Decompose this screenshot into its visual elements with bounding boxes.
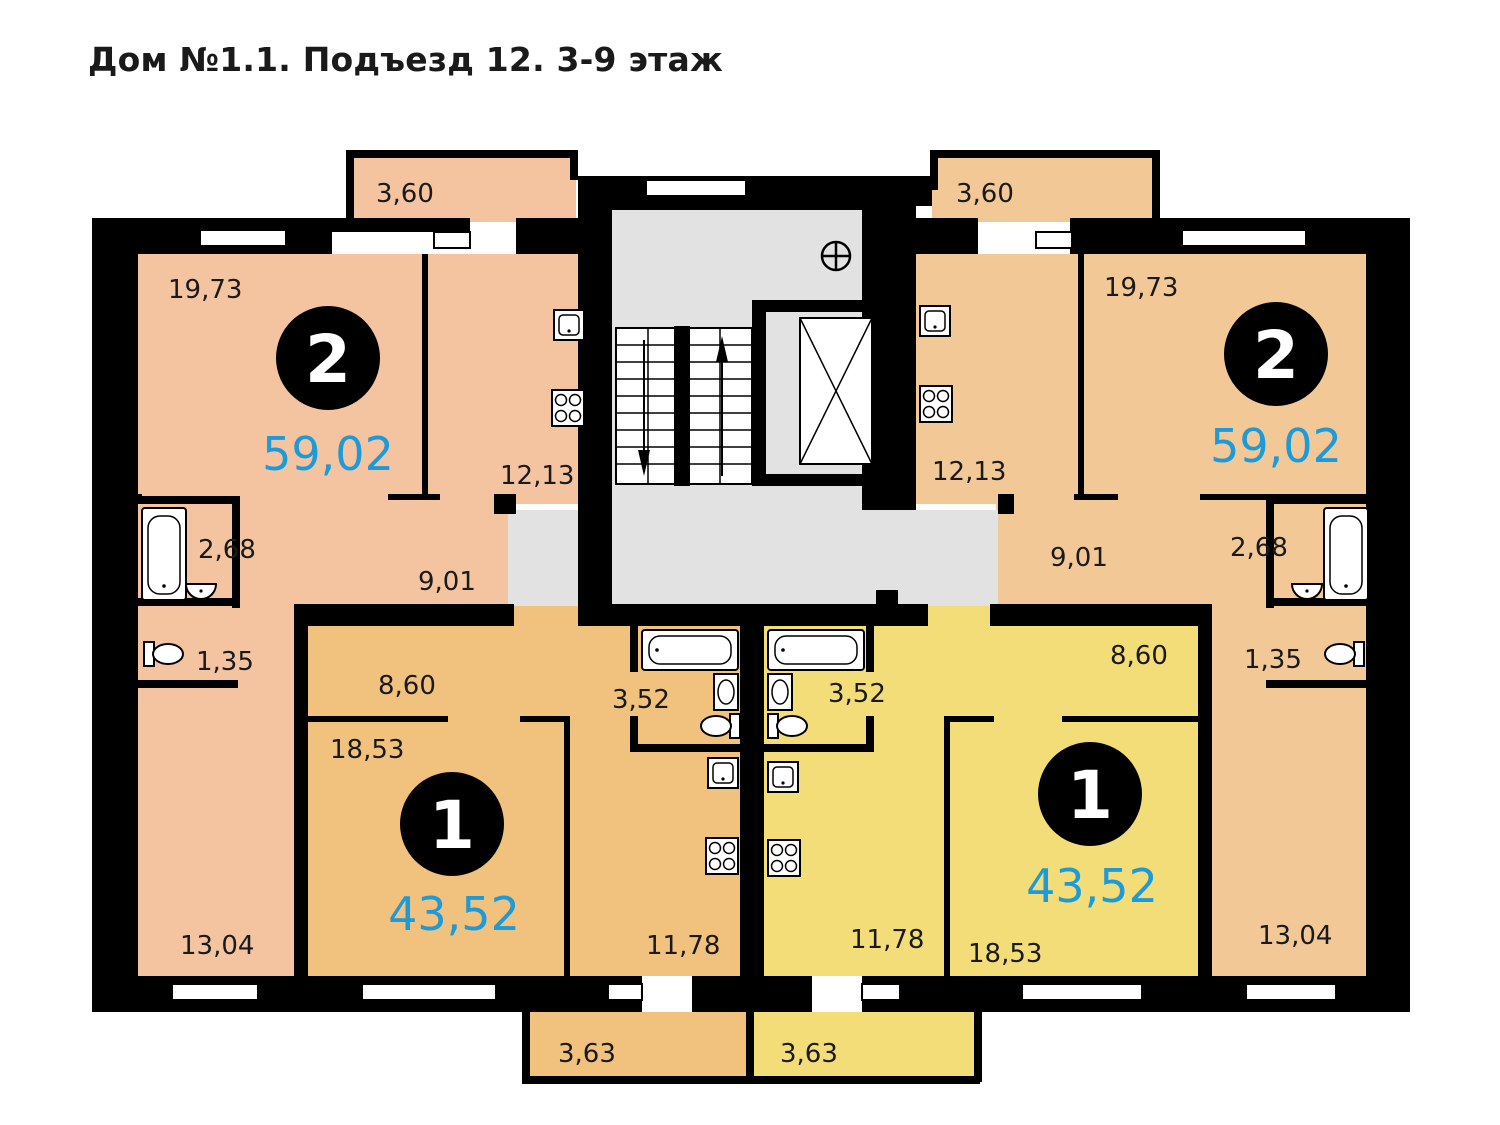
room-area: 8,60	[378, 671, 436, 701]
toilet-icon	[700, 713, 741, 739]
room-area: 19,73	[1104, 273, 1178, 303]
stove-icon	[551, 389, 585, 427]
stair-arrow-icon	[716, 336, 728, 476]
apartment-left-1	[308, 606, 748, 1078]
stove-icon	[705, 837, 739, 875]
rooms-badge: 1	[400, 772, 504, 876]
toilet-icon	[143, 641, 184, 667]
room-area: 1,35	[196, 647, 254, 677]
apartment-left-2	[138, 152, 592, 976]
sink-icon	[767, 673, 793, 711]
bathtub-icon	[641, 629, 739, 671]
stove-icon	[919, 385, 953, 423]
room-area: 3,60	[956, 179, 1014, 209]
total-area: 43,52	[1026, 859, 1158, 913]
room-area: 3,63	[780, 1039, 838, 1069]
staircase	[615, 326, 753, 486]
total-area: 59,02	[1210, 419, 1342, 473]
svg-text:1: 1	[429, 787, 475, 864]
room-area: 13,04	[1258, 921, 1332, 951]
room-area: 2,68	[198, 535, 256, 565]
bathtub-icon	[1323, 507, 1369, 601]
fixtures	[141, 305, 1369, 877]
toilet-icon	[1324, 641, 1365, 667]
room-area: 11,78	[646, 931, 720, 961]
sink-icon	[713, 673, 739, 711]
room-area: 2,68	[1230, 533, 1288, 563]
window-icon	[433, 231, 471, 249]
bathtub-icon	[141, 507, 187, 601]
room-area: 12,13	[932, 457, 1006, 487]
room-area: 1,35	[1244, 645, 1302, 675]
room-area: 3,52	[828, 679, 886, 709]
windows	[171, 179, 1337, 1001]
svg-text:2: 2	[305, 321, 351, 398]
page-title: Дом №1.1. Подъезд 12. 3-9 этаж	[88, 40, 723, 79]
window-icon	[645, 179, 747, 197]
room-area: 3,52	[612, 685, 670, 715]
window-icon	[1181, 229, 1307, 247]
sink-icon	[919, 305, 951, 337]
sink-icon	[767, 761, 799, 793]
sink-icon	[707, 757, 739, 789]
stove-icon	[767, 839, 801, 877]
room-area: 3,63	[558, 1039, 616, 1069]
rooms-badge: 2	[276, 306, 380, 410]
svg-text:1: 1	[1067, 757, 1113, 834]
window-icon	[607, 983, 643, 1001]
room-area: 18,53	[968, 939, 1042, 969]
bathtub-icon	[767, 629, 865, 671]
room-area: 13,04	[180, 931, 254, 961]
window-icon	[171, 983, 259, 1001]
room-area: 8,60	[1110, 641, 1168, 671]
rooms-badge: 2	[1224, 302, 1328, 406]
toilet-icon	[767, 713, 808, 739]
sink-icon	[553, 309, 585, 341]
window-icon	[1245, 983, 1337, 1001]
total-area: 43,52	[388, 887, 520, 941]
svg-text:2: 2	[1253, 317, 1299, 394]
room-area: 12,13	[500, 461, 574, 491]
riser-icon	[820, 240, 852, 272]
room-area: 9,01	[418, 567, 476, 597]
window-icon	[1035, 231, 1073, 249]
total-area: 59,02	[262, 427, 394, 481]
window-icon	[861, 983, 901, 1001]
window-icon	[199, 229, 287, 247]
window-icon	[361, 983, 497, 1001]
room-area: 9,01	[1050, 543, 1108, 573]
room-area: 11,78	[850, 925, 924, 955]
room-area: 3,60	[376, 179, 434, 209]
room-area: 18,53	[330, 735, 404, 765]
window-icon	[1021, 983, 1143, 1001]
stair-arrow-icon	[638, 340, 650, 476]
rooms-badge: 1	[1038, 742, 1142, 846]
elevator-icon	[799, 317, 873, 465]
room-area: 19,73	[168, 275, 242, 305]
